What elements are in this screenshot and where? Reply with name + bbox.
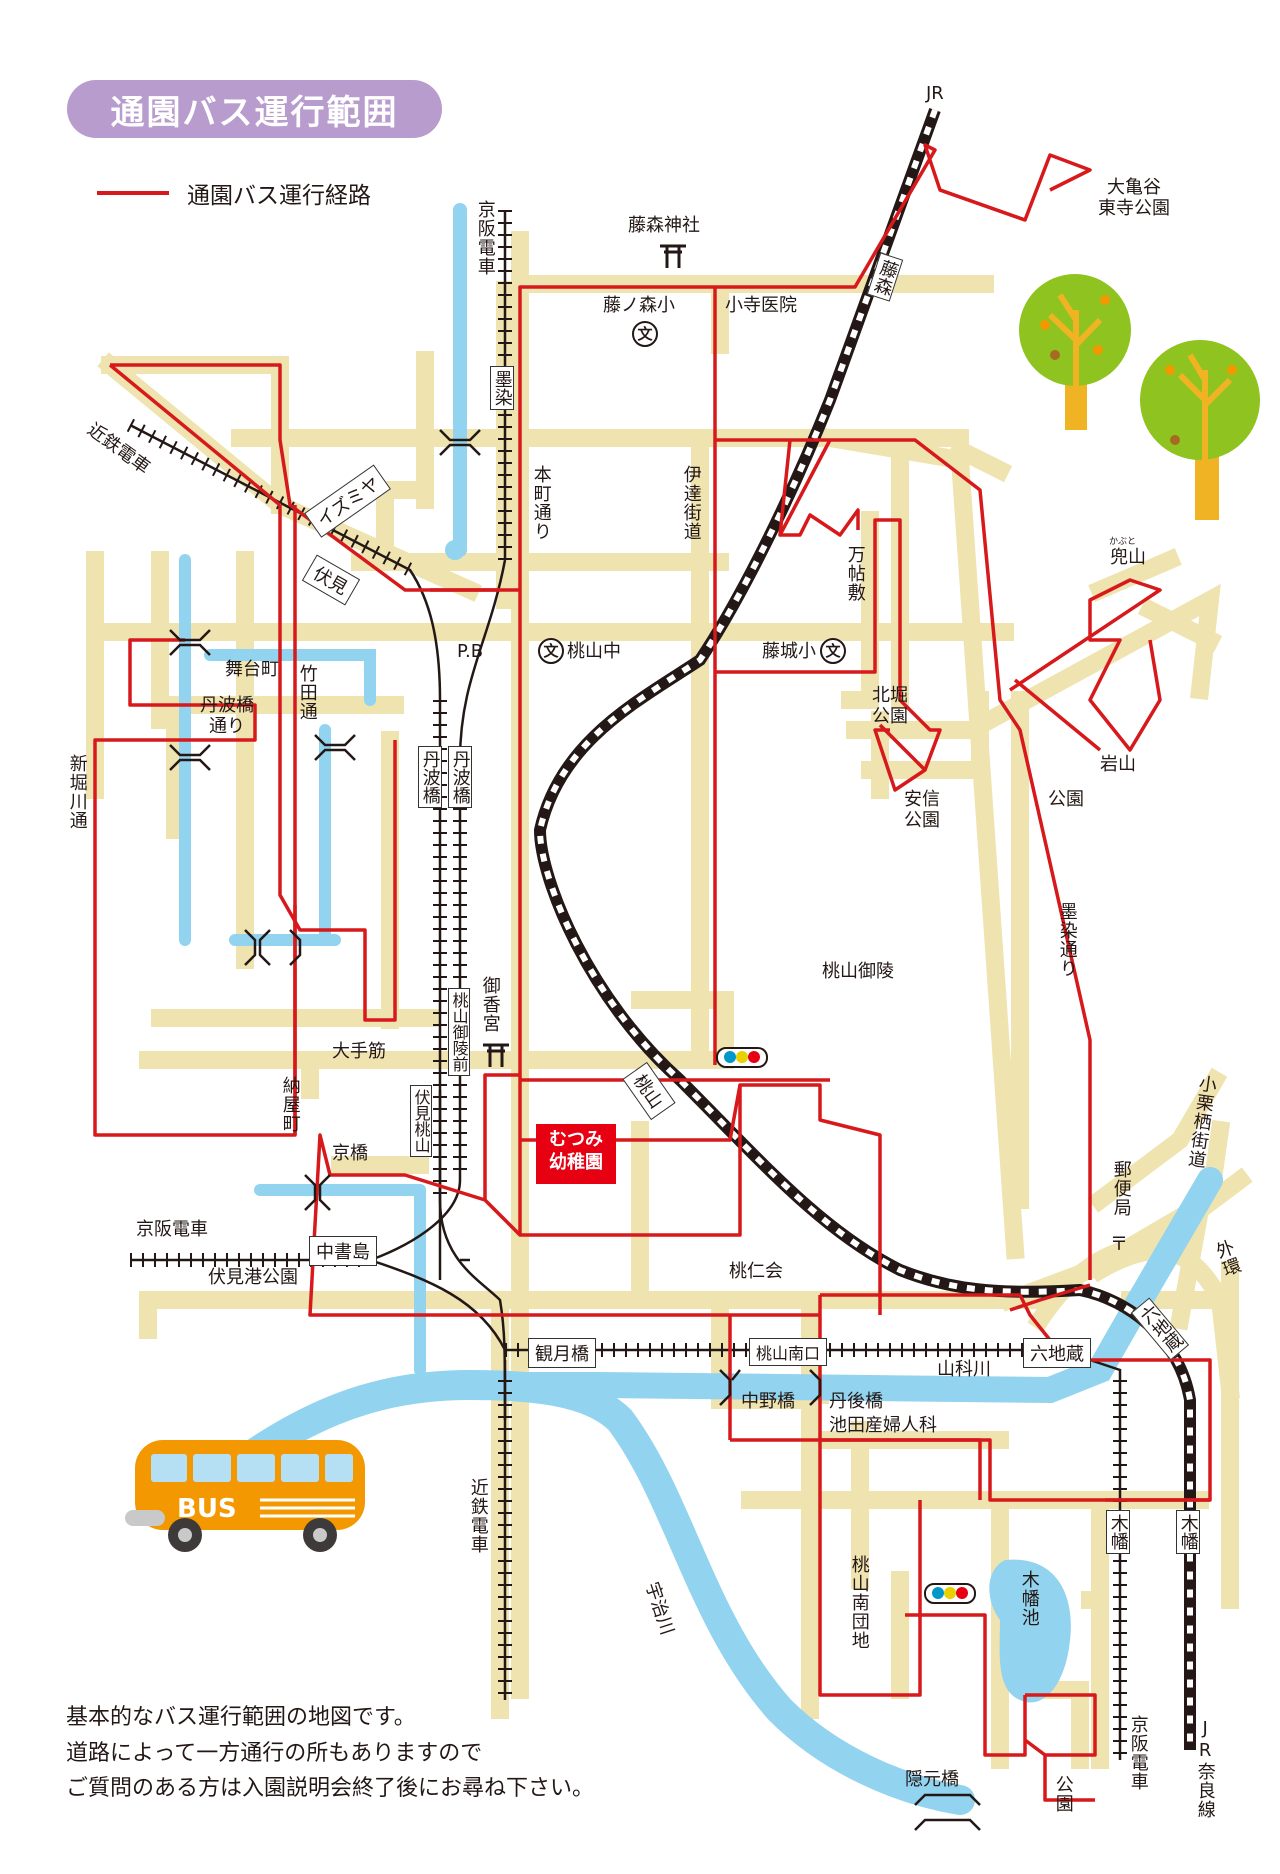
map-title: 通園バス運行範囲 <box>67 80 442 138</box>
station-tambabashi-kintetsu: 丹波橋 <box>448 746 472 808</box>
label-takeda-dori: 竹田通 <box>296 664 318 721</box>
notes: 基本的なバス運行範囲の地図です。 道路によって一方通行の所もありますので ご質問… <box>66 1700 594 1807</box>
bridge-marks <box>169 429 981 1831</box>
label-jr-nara-line: JR奈良線 <box>1194 1718 1216 1819</box>
legend: 通園バス運行経路 <box>97 176 371 210</box>
label-kowata-pond: 木幡池 <box>1018 1570 1040 1627</box>
label-momojinkai: 桃仁会 <box>729 1261 783 1282</box>
label-momoyama-minami-danchi: 桃山南団地 <box>848 1555 870 1650</box>
station-sumizome: 墨染 <box>490 366 514 410</box>
station-kowata-jr: 木幡 <box>1176 1510 1200 1554</box>
label-fujishiro-school: 藤城小 <box>762 641 816 662</box>
svg-text:文: 文 <box>543 642 559 660</box>
route-legend-label: 通園バス運行経路 <box>187 183 371 209</box>
svg-text:文: 文 <box>825 642 841 660</box>
label-ongenbashi: 隠元橋 <box>905 1769 959 1790</box>
rivers <box>179 203 1223 1815</box>
label-otesuji: 大手筋 <box>332 1041 386 1062</box>
station-fushimi-momoyama: 伏見桃山 <box>410 1085 432 1157</box>
station-rokujizo-keihan: 六地蔵 <box>1023 1338 1091 1368</box>
label-nayamachi: 納屋町 <box>279 1076 301 1133</box>
note-line-3: ご質問のある方は入園説明会終了後にお尋ね下さい。 <box>66 1776 595 1802</box>
station-momoyama-goryomae: 桃山御陵前 <box>448 988 470 1076</box>
label-park-iwayama: 公園 <box>1048 789 1084 810</box>
label-park-bottom: 公園 <box>1052 1775 1074 1813</box>
traffic-lights <box>716 1047 976 1604</box>
kowata-pond <box>989 1559 1071 1703</box>
label-gokonomiya: 御香宮 <box>479 976 501 1033</box>
school-marks <box>538 321 846 664</box>
label-kitahori-park: 北堀公園 <box>872 685 908 727</box>
label-fujinomori-school: 藤ノ森小 <box>603 295 675 316</box>
post-office-icon: 〒 <box>1110 1234 1128 1255</box>
station-kangetsukyo: 観月橋 <box>528 1338 596 1368</box>
station-momoyama-minamiguchi: 桃山南口 <box>749 1338 828 1366</box>
label-yamashina-river: 山科川 <box>937 1359 991 1380</box>
label-fushimiko-park: 伏見港公園 <box>208 1267 298 1288</box>
svg-text:文: 文 <box>637 325 653 343</box>
label-momoyama-goryo: 桃山御陵 <box>822 961 894 982</box>
label-kintetsu-bottom: 近鉄電車 <box>467 1478 489 1554</box>
label-sumizome-dori: 墨染通り <box>1056 902 1078 978</box>
label-tangobashi: 丹後橋 <box>829 1391 883 1412</box>
station-kowata-keihan: 木幡 <box>1106 1510 1130 1554</box>
label-kyobashi: 京橋 <box>332 1143 368 1164</box>
label-shinhorikawa-dori: 新堀川通 <box>66 754 88 830</box>
bus-route <box>93 143 1212 1802</box>
label-iwayama: 岩山 <box>1100 754 1136 775</box>
note-line-2: 道路によって一方通行の所もありますので <box>66 1740 483 1766</box>
label-post-office: 郵便局 <box>1110 1160 1132 1217</box>
label-anshin-park: 安信公園 <box>904 789 940 831</box>
label-police-box: P.B <box>457 641 484 662</box>
label-okamedani: 大亀谷 東寺公園 <box>1098 177 1170 219</box>
station-chushojima: 中書島 <box>309 1236 377 1266</box>
label-momoyama-chu: 桃山中 <box>567 641 621 662</box>
label-butaicho: 舞台町 <box>225 659 279 680</box>
label-ikeda-clinic: 池田産婦人科 <box>829 1415 937 1436</box>
label-keihan-bottom: 京阪電車 <box>1127 1715 1149 1791</box>
label-nakanobashi: 中野橋 <box>741 1391 795 1412</box>
label-hommachi-dori: 本町通り <box>530 465 552 541</box>
label-keihan-top: 京阪電車 <box>474 200 496 276</box>
tree-illustrations <box>1019 274 1260 520</box>
station-tambabashi-keihan: 丹波橋 <box>418 746 442 808</box>
label-kodera-clinic: 小寺医院 <box>725 295 797 316</box>
bus-illustration: BUS <box>125 1440 375 1564</box>
torii-marks <box>483 244 686 1067</box>
label-fujinomori-shrine: 藤森神社 <box>628 215 700 236</box>
label-keihan-left: 京阪電車 <box>136 1219 208 1240</box>
route-legend-line <box>97 191 169 195</box>
label-kabutoyama: 兜山 <box>1110 547 1146 568</box>
label-date-kaido: 伊達街道 <box>680 465 702 541</box>
label-mancho-shiki: 万帖敷 <box>844 545 866 602</box>
note-line-1: 基本的なバス運行範囲の地図です。 <box>66 1705 416 1730</box>
kindergarten-marker: むつみ 幼稚園 <box>536 1124 616 1184</box>
label-kabuto-ruby: かぶと <box>1109 537 1137 547</box>
label-jr-top: JR <box>926 83 944 104</box>
label-tambabashi-dori: 丹波橋通り <box>200 695 254 737</box>
